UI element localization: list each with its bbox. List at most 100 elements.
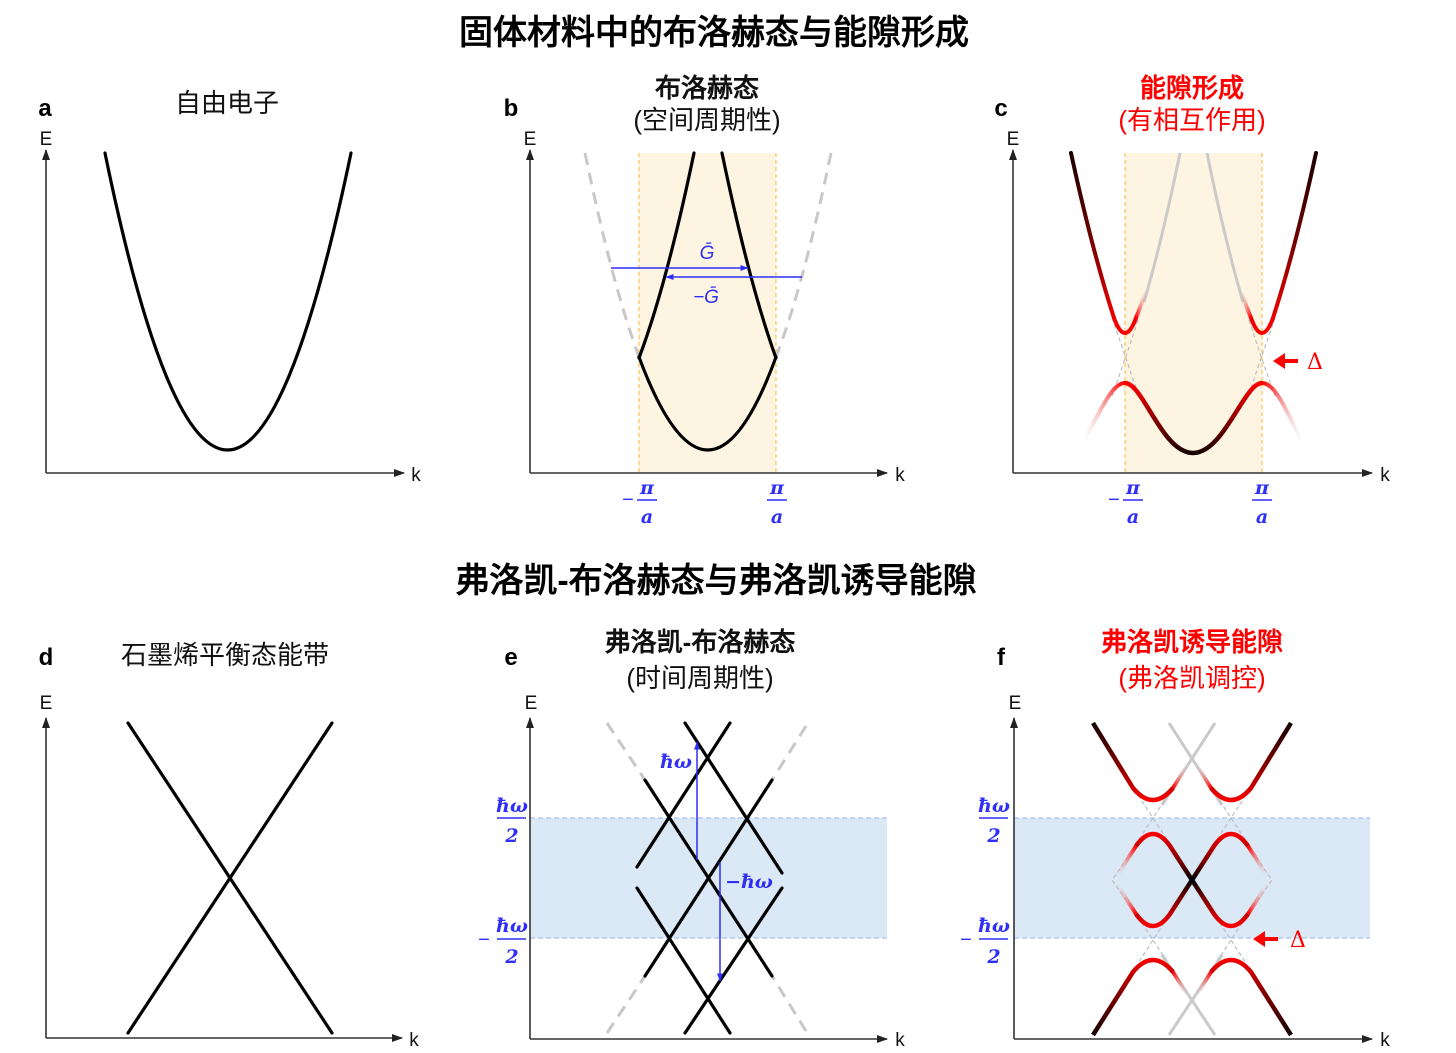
section-title-floquet: 弗洛凯-布洛赫态与弗洛凯诱导能隙	[455, 562, 976, 600]
lower-band-fade-right	[1194, 970, 1213, 998]
section-title-solid-state: 固体材料中的布洛赫态与能隙形成	[459, 14, 969, 52]
tick-half-hbar-omega: ħω 2	[978, 795, 1010, 847]
gap-arrow-left-icon	[1273, 353, 1285, 369]
lower-band	[1124, 380, 1263, 456]
replica-cone-minus-line	[683, 886, 784, 1035]
tick-sign: −	[1108, 489, 1120, 511]
panel-subtitle: (弗洛凯调控)	[1118, 663, 1265, 693]
gap-label: Δ	[1307, 350, 1323, 375]
x-axis-label: k	[895, 1030, 905, 1051]
tick-numerator: π	[769, 477, 785, 499]
tick-numerator: π	[1254, 477, 1270, 499]
dirac-cone-line	[643, 778, 774, 978]
x-axis-label: k	[1380, 465, 1390, 486]
panel-letter: a	[38, 95, 52, 122]
middle-band-fade	[1114, 881, 1138, 916]
upper-band-left	[1069, 151, 1138, 335]
lower-band-right	[1209, 957, 1293, 1037]
tick-numerator: π	[639, 477, 655, 499]
panel-subtitle: (空间周期性)	[633, 105, 780, 135]
panel-d-graphene-bands: d 石墨烯平衡态能带 E k	[39, 640, 420, 1051]
extended-parabola-left-dashed	[583, 152, 641, 358]
x-axis-label: k	[411, 465, 421, 486]
folded-band-lower	[637, 355, 778, 452]
tick-denominator: a	[1256, 506, 1268, 528]
panel-title: 弗洛凯-布洛赫态	[605, 627, 796, 657]
brillouin-zone-shading	[639, 153, 776, 473]
tick-denominator: 2	[504, 946, 518, 968]
upper-band-right	[1249, 151, 1318, 335]
panel-title: 能隙形成	[1140, 73, 1244, 103]
extended-parabola-right-dashed	[774, 152, 833, 358]
tick-denominator: 2	[504, 825, 518, 847]
x-axis-label: k	[1380, 1030, 1390, 1051]
panel-title: 自由电子	[175, 88, 279, 118]
reciprocal-vector-label: Ḡ	[700, 243, 715, 264]
panel-f-floquet-gap: f 弗洛凯诱导能隙 (弗洛凯调控) E k	[960, 627, 1390, 1051]
tick-numerator: ħω	[496, 795, 528, 817]
gap-crossing	[1215, 794, 1247, 842]
folded-band-upper-right	[720, 151, 778, 360]
replica-cone-plus-line	[635, 721, 732, 869]
panel-a-free-electron: a 自由电子 E k	[38, 88, 421, 486]
folded-band-upper-left	[637, 151, 696, 360]
ghost-band-inner-left	[1142, 152, 1182, 303]
middle-band-arm-upper-right	[1190, 831, 1250, 882]
dirac-cone-line-up	[126, 721, 334, 1035]
middle-band-fade	[1246, 881, 1270, 916]
middle-band-fade	[1114, 844, 1138, 879]
ghost-line	[605, 722, 647, 781]
middle-band-fade	[1246, 844, 1270, 879]
tick-numerator: π	[1125, 477, 1141, 499]
tick-denominator: 2	[986, 946, 1000, 968]
upper-band-left	[1091, 721, 1175, 803]
tick-sign: −	[960, 929, 972, 951]
photon-emission-label: −ħω	[725, 871, 773, 893]
ghost-line	[770, 725, 808, 781]
upper-band-right	[1209, 721, 1293, 803]
tick-half-hbar-omega: ħω 2	[496, 795, 528, 847]
tick-pi-over-a: π a	[767, 477, 787, 528]
neg-reciprocal-vector-label: −Ḡ	[693, 287, 719, 308]
tick-neg-half-hbar-omega: − ħω 2	[960, 915, 1010, 968]
tick-neg-half-hbar-omega: − ħω 2	[478, 915, 528, 968]
lower-band-tail-left	[1080, 381, 1126, 445]
panel-e-floquet-bloch: e 弗洛凯-布洛赫态 (时间周期性) E k ħω −ħω ħω 2 − ħω	[478, 627, 905, 1051]
tick-numerator: ħω	[978, 915, 1010, 937]
panel-b-bloch-states: b 布洛赫态 (空间周期性) E k Ḡ −Ḡ − π a π a	[504, 73, 906, 528]
gap-label: Δ	[1290, 928, 1306, 953]
upper-band-fade-left	[1171, 762, 1190, 790]
tick-neg-pi-over-a: − π a	[1108, 477, 1143, 528]
gap-indicator: Δ	[1273, 350, 1323, 375]
x-axis-label: k	[895, 465, 905, 486]
y-axis-label: E	[40, 693, 53, 714]
lower-band-tail-right	[1261, 381, 1305, 444]
upper-band-fade-right	[1194, 762, 1213, 790]
tick-denominator: a	[641, 506, 653, 528]
tick-denominator: a	[771, 506, 783, 528]
upper-band-fade-left	[1134, 287, 1150, 319]
replica-cone-plus-line	[683, 721, 784, 875]
panel-c-gap-formation: c 能隙形成 (有相互作用) E k Δ − π a	[994, 73, 1390, 528]
tick-numerator: ħω	[496, 915, 528, 937]
middle-band-arm-upper-left	[1134, 831, 1194, 882]
lower-band-fade-left	[1171, 970, 1190, 998]
panel-title: 布洛赫态	[655, 73, 759, 103]
tick-denominator: a	[1127, 506, 1139, 528]
tick-pi-over-a: π a	[1252, 477, 1272, 528]
y-axis-label: E	[1007, 129, 1020, 150]
middle-band-arm-lower-right	[1190, 878, 1250, 929]
photon-absorption-label: ħω	[660, 751, 692, 773]
panel-title: 弗洛凯诱导能隙	[1101, 627, 1283, 657]
free-electron-parabola	[103, 151, 353, 452]
ghost-band-inner-right	[1205, 152, 1245, 303]
panel-letter: f	[997, 644, 1006, 671]
ghost-line	[770, 975, 808, 1032]
panel-letter: b	[504, 95, 519, 122]
replica-cone-minus-line	[635, 886, 732, 1035]
tick-sign: −	[478, 929, 490, 951]
upper-band-fade-right	[1237, 287, 1253, 319]
panel-subtitle: (有相互作用)	[1118, 105, 1265, 135]
lower-band-left	[1091, 957, 1175, 1037]
